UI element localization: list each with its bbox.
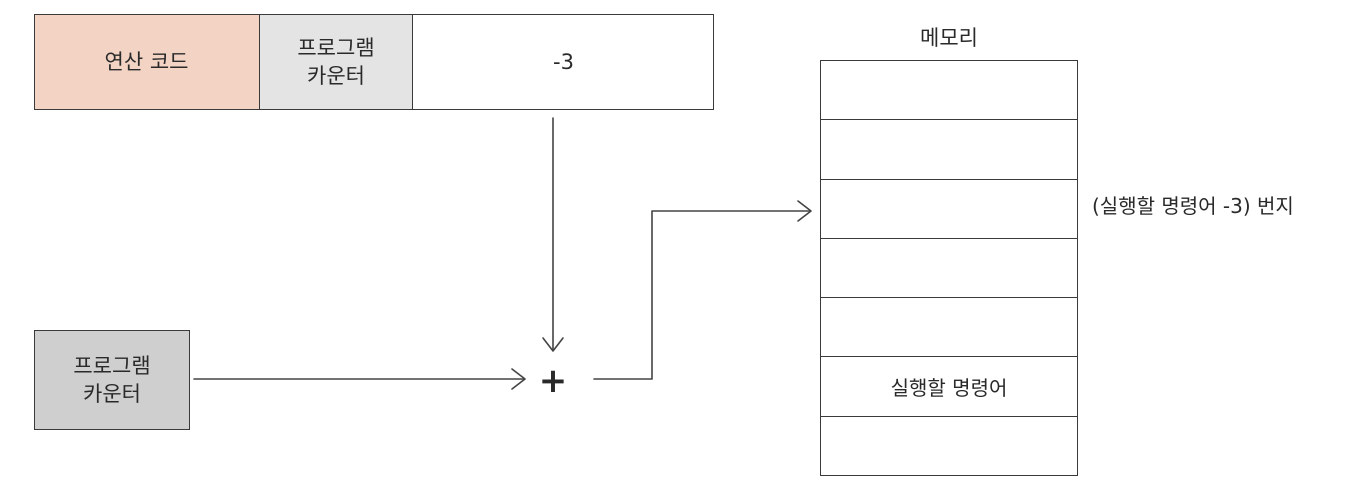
operand-field: -3 — [413, 14, 714, 110]
memory-cell-1 — [821, 61, 1077, 121]
opcode-field: 연산 코드 — [34, 14, 260, 110]
addressing-mode-field: 프로그램 카운터 — [260, 14, 413, 110]
adder-plus-symbol: + — [538, 361, 568, 401]
program-counter-box: 프로그램 카운터 — [34, 330, 190, 430]
pc-to-adder-arrowhead — [511, 368, 526, 390]
operand-to-adder-arrowhead — [542, 337, 564, 352]
memory-cell-5 — [821, 298, 1077, 358]
memory-title: 메모리 — [920, 26, 978, 50]
memory-cell-4 — [821, 239, 1077, 299]
adder-to-memory-arrow — [593, 210, 811, 380]
memory-block: 실행할 명령어 — [820, 60, 1078, 476]
instruction-format: 연산 코드 프로그램 카운터 -3 — [34, 14, 714, 110]
memory-cell-current-instruction: 실행할 명령어 — [821, 357, 1077, 417]
memory-cell-2 — [821, 120, 1077, 180]
adder-to-memory-arrowhead — [797, 200, 812, 222]
memory-cell-3 — [821, 180, 1077, 239]
target-address-label: (실행할 명령어 -3) 번지 — [1092, 194, 1294, 218]
